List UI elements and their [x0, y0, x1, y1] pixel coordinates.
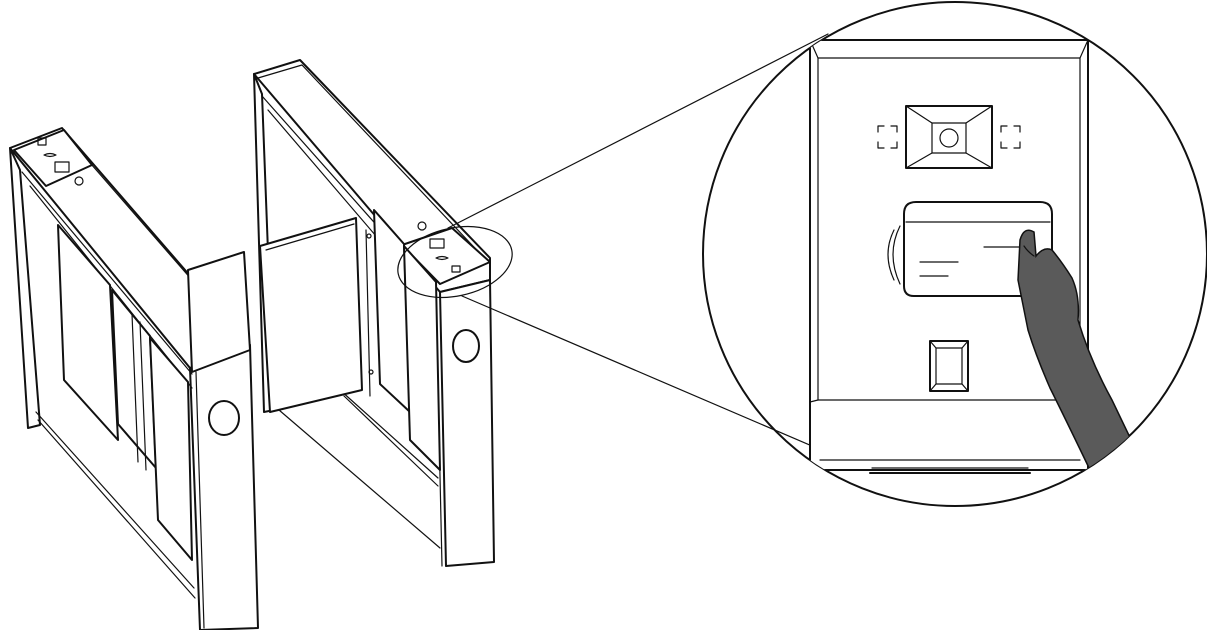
- magnified-circle: [702, 1, 1207, 507]
- left-panel-qr-icon: [37, 137, 47, 146]
- hand-icon: [1017, 229, 1138, 471]
- callout-line-bottom: [461, 295, 869, 471]
- left-back-post: [9, 147, 41, 429]
- right-sensor-window: [452, 329, 480, 363]
- left-control-panel: [13, 129, 93, 187]
- left-wing-flap: [187, 251, 251, 373]
- right-panel-qr-icon: [451, 265, 461, 273]
- fingerprint-icon: [929, 340, 969, 392]
- left-side-panel-1: [57, 224, 119, 441]
- right-wing-flap: [259, 217, 363, 413]
- callout-line-top: [447, 33, 829, 229]
- rfid-card-icon: [887, 225, 901, 285]
- qr-scan-icon: [877, 125, 1021, 149]
- magnified-detail: [702, 1, 1207, 507]
- right-side-panel-2: [403, 245, 441, 471]
- camera-icon: [905, 105, 993, 169]
- right-panel-rfid-icon: [435, 255, 449, 261]
- left-side-panel-3: [149, 337, 193, 561]
- left-turnstile-cabinet: [9, 127, 259, 630]
- left-panel-card-icon: [54, 161, 70, 173]
- right-indicator-light: [417, 221, 427, 231]
- left-indicator-light: [74, 176, 84, 186]
- right-panel-card-icon: [429, 238, 445, 249]
- left-panel-rfid-icon: [43, 152, 57, 158]
- right-end-pillar: [439, 279, 495, 567]
- detail-callout-ellipse: [397, 226, 513, 298]
- left-sensor-window: [208, 400, 240, 436]
